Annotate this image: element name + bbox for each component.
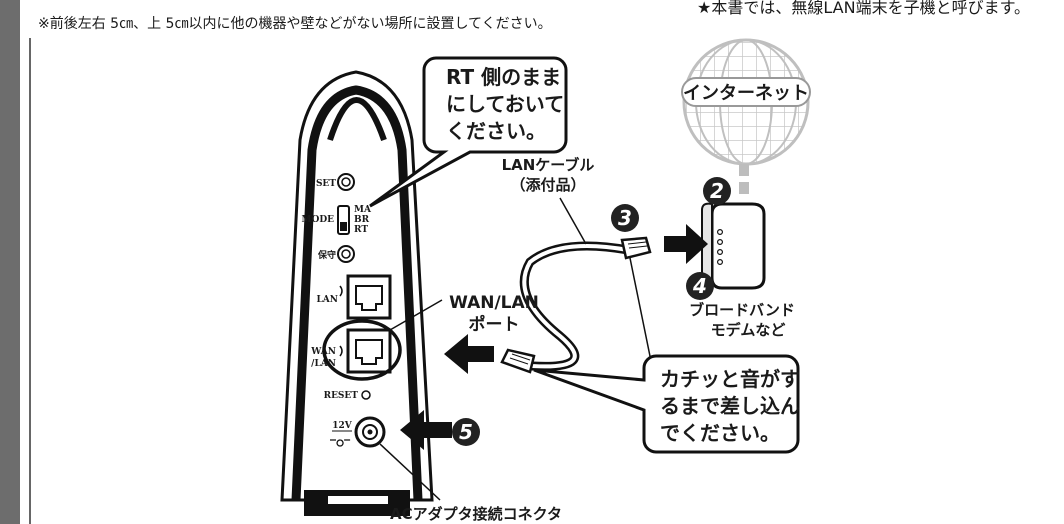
wan-lan-port-label-line-1: WAN/LAN <box>449 293 539 313</box>
wan-lan-port-label-line-2: ポート <box>469 314 520 335</box>
ac-adapter-leader-line <box>379 443 441 501</box>
mode-label: MODE <box>302 215 335 225</box>
modem-label-line-1: ブロードバンド <box>689 301 795 319</box>
rt-side-callout: RT 側のまま にしておいて ください。 <box>369 56 568 208</box>
wan-port-highlight-circle <box>322 319 402 381</box>
lan-label: LAN <box>316 295 338 305</box>
broadband-modem <box>701 202 766 290</box>
rt-callout-line-3: ください。 <box>446 119 546 143</box>
click-callout-line-3: でください。 <box>660 421 780 445</box>
internet-label: インターネット <box>683 83 809 104</box>
mode-rt-label: RT <box>354 225 368 235</box>
mode-br-label: BR <box>354 215 370 225</box>
mode-ma-label: MA <box>354 205 372 215</box>
svg-text:4: 4 <box>692 274 707 298</box>
set-label: SET <box>316 179 336 189</box>
reset-button <box>361 390 371 400</box>
set-button <box>337 173 355 191</box>
wan-label-bottom: /LAN <box>311 359 336 369</box>
svg-text:5: 5 <box>459 420 473 444</box>
internet-globe: インターネット <box>681 38 811 166</box>
wan-lan-port <box>346 328 392 374</box>
svg-text:2: 2 <box>710 179 724 203</box>
arrow-to-modem <box>664 224 708 264</box>
click-in-callout: カチッと音がす るまで差し込ん でください。 <box>533 257 800 454</box>
wan-lan-leader-line <box>389 299 443 331</box>
top-right-note: ★本書では、無線LAN端末を子機と呼びます。 <box>697 0 1030 17</box>
lan-cable-label-line-2: （添付品） <box>510 176 585 194</box>
ac-adapter-label: ACアダプタ接続コネクタ <box>390 505 562 523</box>
reset-label: RESET <box>324 391 359 401</box>
step-2-badge: 2 <box>703 177 731 205</box>
internet-dashed-link <box>739 164 749 194</box>
lan-connector-modem <box>620 236 652 260</box>
svg-text:3: 3 <box>618 206 632 230</box>
click-callout-line-1: カチッと音がす <box>660 367 800 391</box>
step-5-badge: 5 <box>452 418 480 446</box>
rt-callout-line-1: RT 側のまま <box>446 65 561 89</box>
lan-cable-leader-line <box>559 197 587 245</box>
maintenance-label: 保守 <box>317 249 336 261</box>
click-callout-line-2: るまで差し込ん <box>660 394 800 418</box>
modem-label-line-2: モデムなど <box>711 321 786 339</box>
placement-note: ※前後左右 5㎝、上 5㎝以内に他の機器や壁などがない場所に設置してください。 <box>38 16 552 32</box>
maintenance-button <box>337 245 355 263</box>
lan-cable-label-line-1: LANケーブル <box>502 156 595 174</box>
left-sidebar-strip <box>0 0 20 524</box>
dc-polarity-icon <box>330 439 351 447</box>
step-3-badge: 3 <box>611 204 639 232</box>
lan-cable <box>519 241 633 371</box>
rt-callout-line-2: にしておいて <box>446 92 564 116</box>
lan-port <box>346 274 392 320</box>
dc-voltage-label: 12V <box>332 421 353 431</box>
step-4-badge: 4 <box>686 272 714 300</box>
lan-connector-router <box>500 348 536 374</box>
arrow-to-dc-jack <box>400 410 452 450</box>
arrow-to-wan-port <box>444 334 494 374</box>
